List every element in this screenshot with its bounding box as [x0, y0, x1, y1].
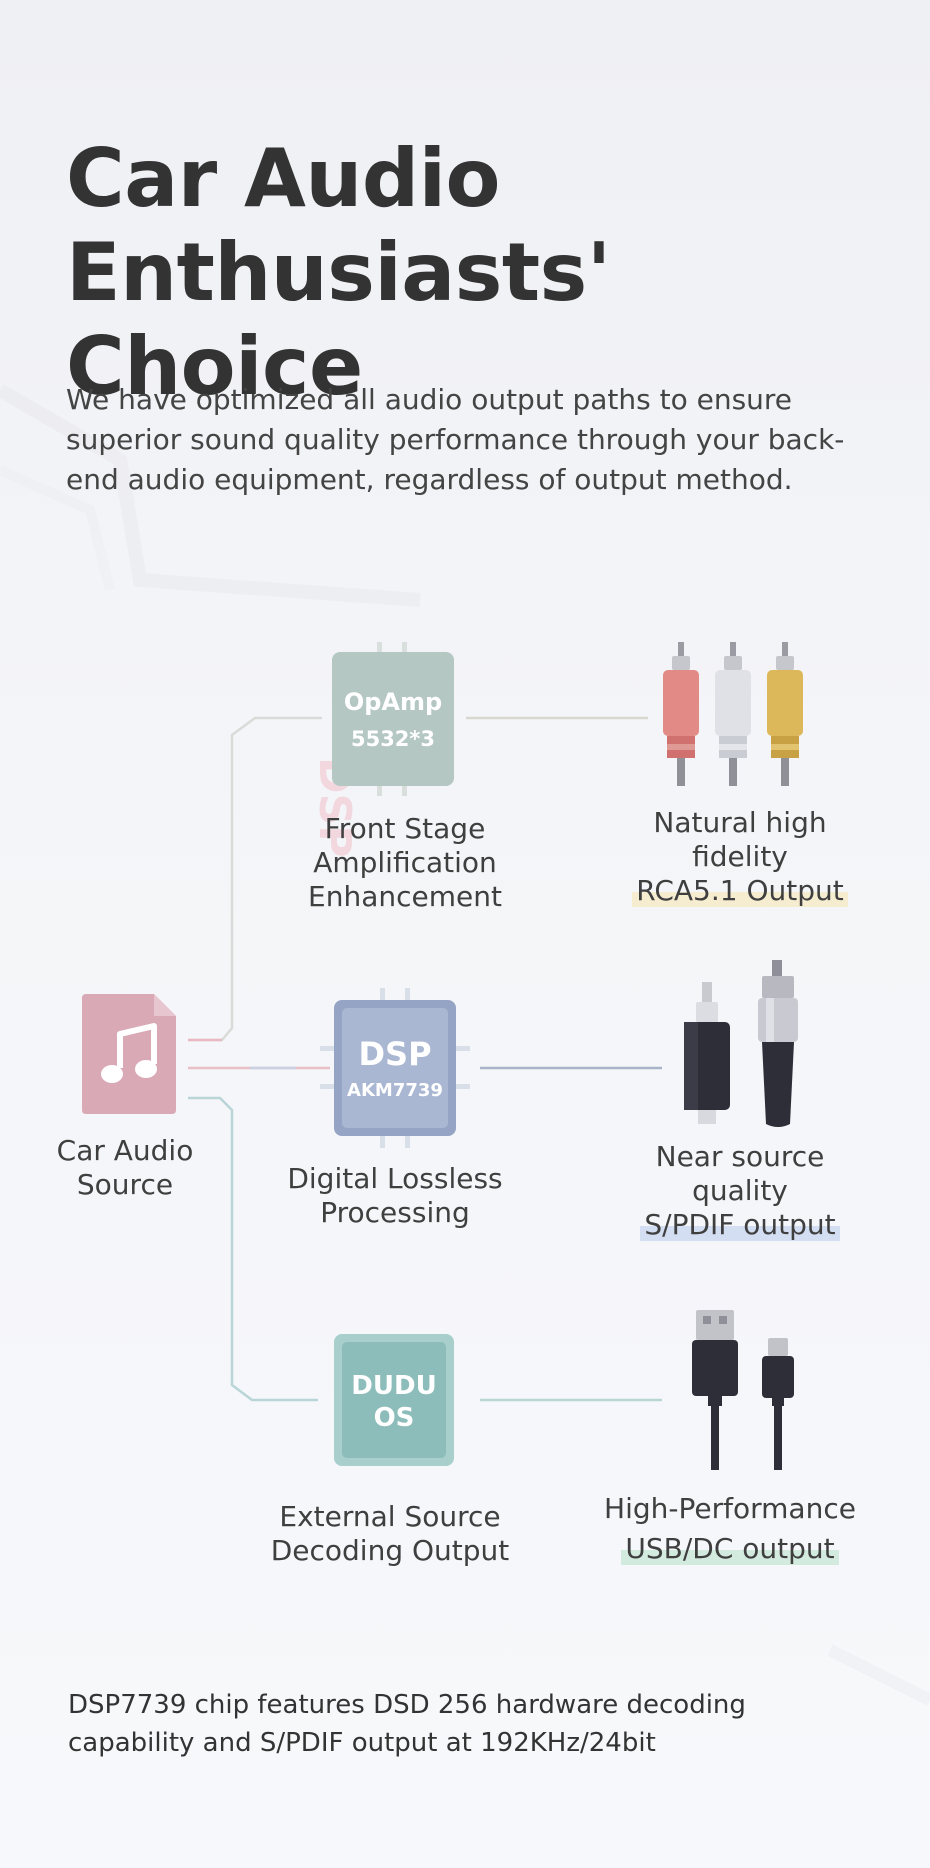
- intro-paragraph: We have optimized all audio output paths…: [66, 383, 845, 496]
- spdif-plugs-icon: [684, 960, 798, 1127]
- usb-output-label: High-Performance USB/DC output: [604, 1492, 856, 1565]
- source-label: Car Audio Source: [56, 1134, 194, 1201]
- duduos-chip-model: OS: [374, 1403, 415, 1433]
- usb-output-highlight: USB/DC output: [621, 1532, 839, 1565]
- duduos-chip-name: DUDU: [351, 1371, 436, 1401]
- music-file-icon: [82, 994, 176, 1114]
- duduos-chip-icon: DUDU OS: [334, 1334, 454, 1466]
- opamp-chip-model: 5532*3: [351, 727, 435, 751]
- dsp-chip-name: DSP: [358, 1035, 431, 1073]
- footer-note: DSP7739 chip features DSD 256 hardware d…: [68, 1690, 746, 1758]
- rca-output-highlight: RCA5.1 Output: [632, 874, 848, 907]
- opamp-chip-icon: OpAmp 5532*3: [332, 642, 454, 796]
- dsp-chip-model: AKM7739: [347, 1080, 443, 1101]
- usb-plugs-icon: [692, 1310, 794, 1470]
- dsp-chip-icon: DSP AKM7739: [320, 988, 470, 1148]
- rca-plugs-icon: [663, 642, 803, 786]
- opamp-chip-name: OpAmp: [344, 688, 442, 716]
- digital-lossless-label: Digital Lossless Processing: [287, 1162, 503, 1229]
- spdif-output-label: Near source quality S/PDIF output: [620, 1140, 860, 1242]
- front-stage-label: Front Stage Amplification Enhancement: [308, 812, 502, 913]
- spdif-output-highlight: S/PDIF output: [640, 1208, 840, 1241]
- page-title: Car Audio Enthusiasts' Choice: [66, 132, 611, 413]
- rca-output-label: Natural high fidelity RCA5.1 Output: [600, 806, 880, 908]
- line-source-duduos: [188, 1096, 318, 1402]
- external-source-label: External Source Decoding Output: [270, 1500, 510, 1567]
